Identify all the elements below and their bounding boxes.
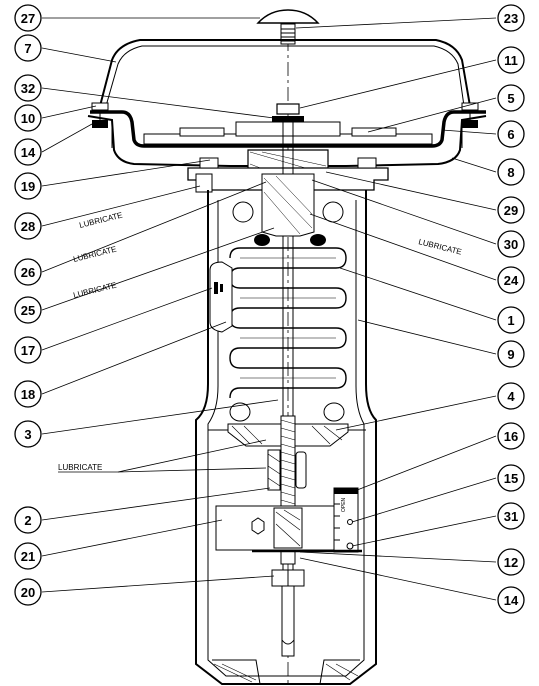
- svg-text:2: 2: [24, 513, 31, 528]
- svg-text:16: 16: [504, 429, 518, 444]
- svg-text:24: 24: [504, 273, 519, 288]
- callout-12: 12: [497, 548, 525, 576]
- svg-text:14: 14: [504, 593, 519, 608]
- svg-text:7: 7: [24, 41, 31, 56]
- callout-20: 20: [14, 578, 42, 606]
- callout-24: 24: [497, 266, 525, 294]
- svg-text:4: 4: [507, 389, 515, 404]
- callout-15: 15: [497, 464, 525, 492]
- svg-text:21: 21: [21, 549, 35, 564]
- lubricate-note-5: LUBRICATE: [58, 463, 102, 472]
- svg-text:9: 9: [507, 347, 514, 362]
- svg-text:19: 19: [21, 179, 35, 194]
- callout-5: 5: [497, 84, 525, 112]
- stem-connector: [215, 505, 337, 551]
- callout-4: 4: [497, 382, 525, 410]
- svg-text:31: 31: [504, 509, 518, 524]
- svg-text:1: 1: [507, 313, 514, 328]
- callout-21: 21: [14, 542, 42, 570]
- svg-text:27: 27: [21, 11, 35, 26]
- callout-32: 32: [14, 74, 42, 102]
- svg-text:18: 18: [21, 387, 35, 402]
- callout-8: 8: [497, 158, 525, 186]
- callout-17: 17: [14, 336, 42, 364]
- svg-text:25: 25: [21, 303, 35, 318]
- callout-27: 27: [14, 4, 42, 32]
- callout-30: 30: [497, 230, 525, 258]
- svg-text:5: 5: [507, 91, 514, 106]
- upper-spring-seat: [261, 173, 315, 237]
- svg-text:8: 8: [507, 165, 514, 180]
- plug-stem: [281, 585, 295, 657]
- lubricate-note-4: LUBRICATE: [418, 237, 463, 256]
- yoke-bottom-mount: [212, 659, 360, 685]
- callout-10: 10: [14, 104, 42, 132]
- callout-29: 29: [497, 196, 525, 224]
- jam-nut-bottom: [271, 569, 305, 587]
- leader-lines: [41, 17, 497, 601]
- callout-26: 26: [14, 258, 42, 286]
- svg-text:23: 23: [504, 11, 518, 26]
- callout-18: 18: [14, 380, 42, 408]
- travel-scale: OPEN: [333, 487, 359, 553]
- upper-diaphragm-casing: [99, 39, 471, 107]
- svg-text:32: 32: [21, 81, 35, 96]
- callout-14-upper: 14: [14, 138, 42, 166]
- svg-text:26: 26: [21, 265, 35, 280]
- callout-28: 28: [14, 212, 42, 240]
- nameplate: [209, 261, 233, 333]
- callout-16: 16: [497, 422, 525, 450]
- callout-25: 25: [14, 296, 42, 324]
- svg-text:10: 10: [21, 111, 35, 126]
- callout-9: 9: [497, 340, 525, 368]
- svg-text:20: 20: [21, 585, 35, 600]
- svg-text:17: 17: [21, 343, 35, 358]
- callout-7: 7: [14, 34, 42, 62]
- spring-top-coils: [232, 201, 344, 246]
- callout-19: 19: [14, 172, 42, 200]
- svg-text:6: 6: [507, 127, 514, 142]
- callout-2: 2: [14, 506, 42, 534]
- callout-23: 23: [497, 4, 525, 32]
- svg-text:11: 11: [504, 53, 518, 68]
- stem-nut: [272, 103, 304, 122]
- callout-1: 1: [497, 306, 525, 334]
- svg-text:12: 12: [504, 555, 518, 570]
- svg-text:14: 14: [21, 145, 36, 160]
- svg-text:29: 29: [504, 203, 518, 218]
- stem-locknut: [267, 449, 307, 491]
- callout-31: 31: [497, 502, 525, 530]
- callout-6: 6: [497, 120, 525, 148]
- svg-text:30: 30: [504, 237, 518, 252]
- open-label: OPEN: [341, 497, 347, 512]
- svg-text:28: 28: [21, 219, 35, 234]
- lubricate-note-2: LUBRICATE: [72, 244, 117, 263]
- svg-text:3: 3: [24, 427, 31, 442]
- diaphragm-plate: [143, 121, 433, 145]
- callout-14-lower: 14: [497, 586, 525, 614]
- lubricate-note-1: LUBRICATE: [78, 210, 123, 229]
- diaphragm: [90, 110, 486, 148]
- svg-text:15: 15: [504, 471, 518, 486]
- callout-3: 3: [14, 420, 42, 448]
- callout-11: 11: [497, 46, 525, 74]
